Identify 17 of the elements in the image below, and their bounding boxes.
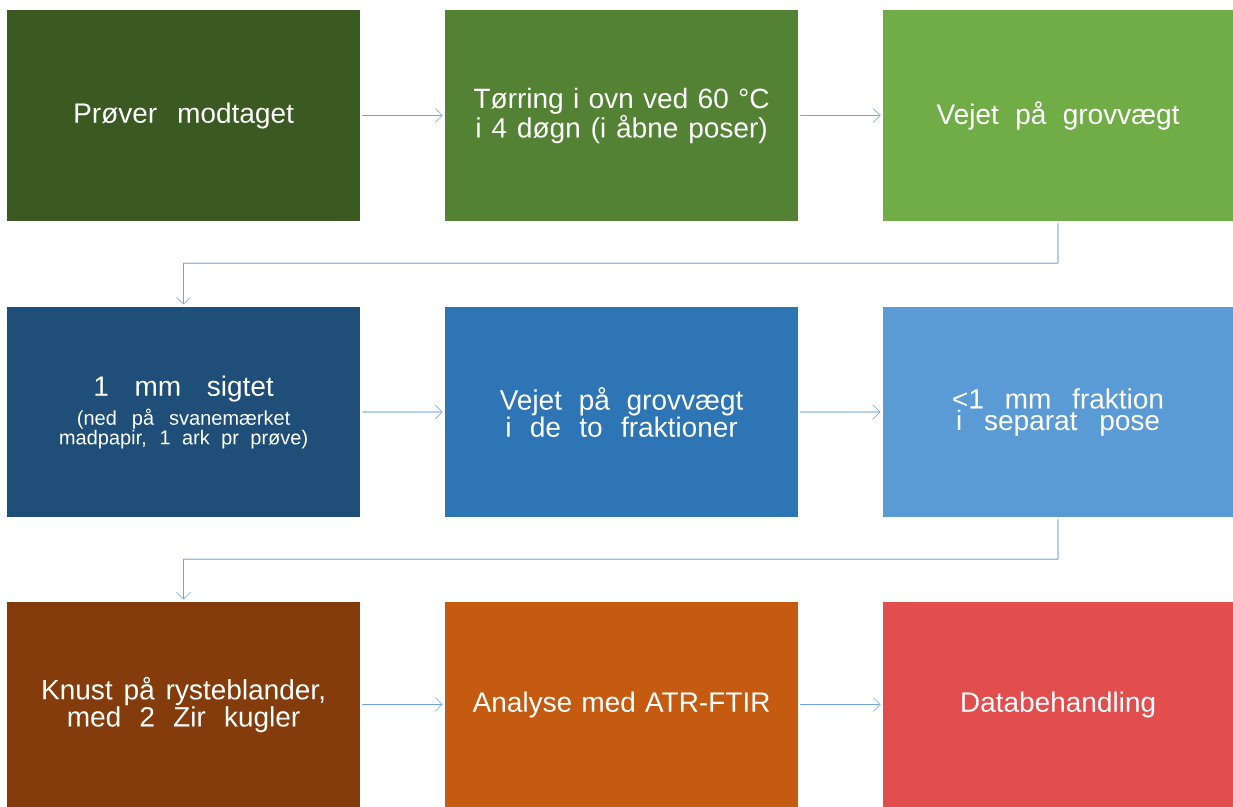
process-box: Analyse med ATR-FTIR [445,602,798,807]
process-box: Prøver modtaget [7,10,360,221]
arrow [176,222,1059,305]
process-box: <1 mm fraktion i separat pose [883,307,1233,517]
process-box: 1 mm sigtet (ned på svanemærket madpapir, 1 ark pr prøve) [7,307,360,517]
process-box: Vejet på grovvægt i de to fraktioner [445,307,798,517]
process-box: Tørring i ovn ved 60 °C i 4 døgn (i åbne poser) [445,10,798,221]
arrow [361,697,443,712]
arrow [799,697,881,712]
process-box: Databehandling [883,602,1233,807]
process-box: Vejet på grovvægt [883,10,1233,221]
arrow [361,108,443,123]
arrow [176,518,1059,600]
arrow [799,404,881,420]
arrow [799,108,881,123]
arrow [361,404,443,420]
process-box: Knust på rysteblander, med 2 Zir kugler [7,602,360,807]
